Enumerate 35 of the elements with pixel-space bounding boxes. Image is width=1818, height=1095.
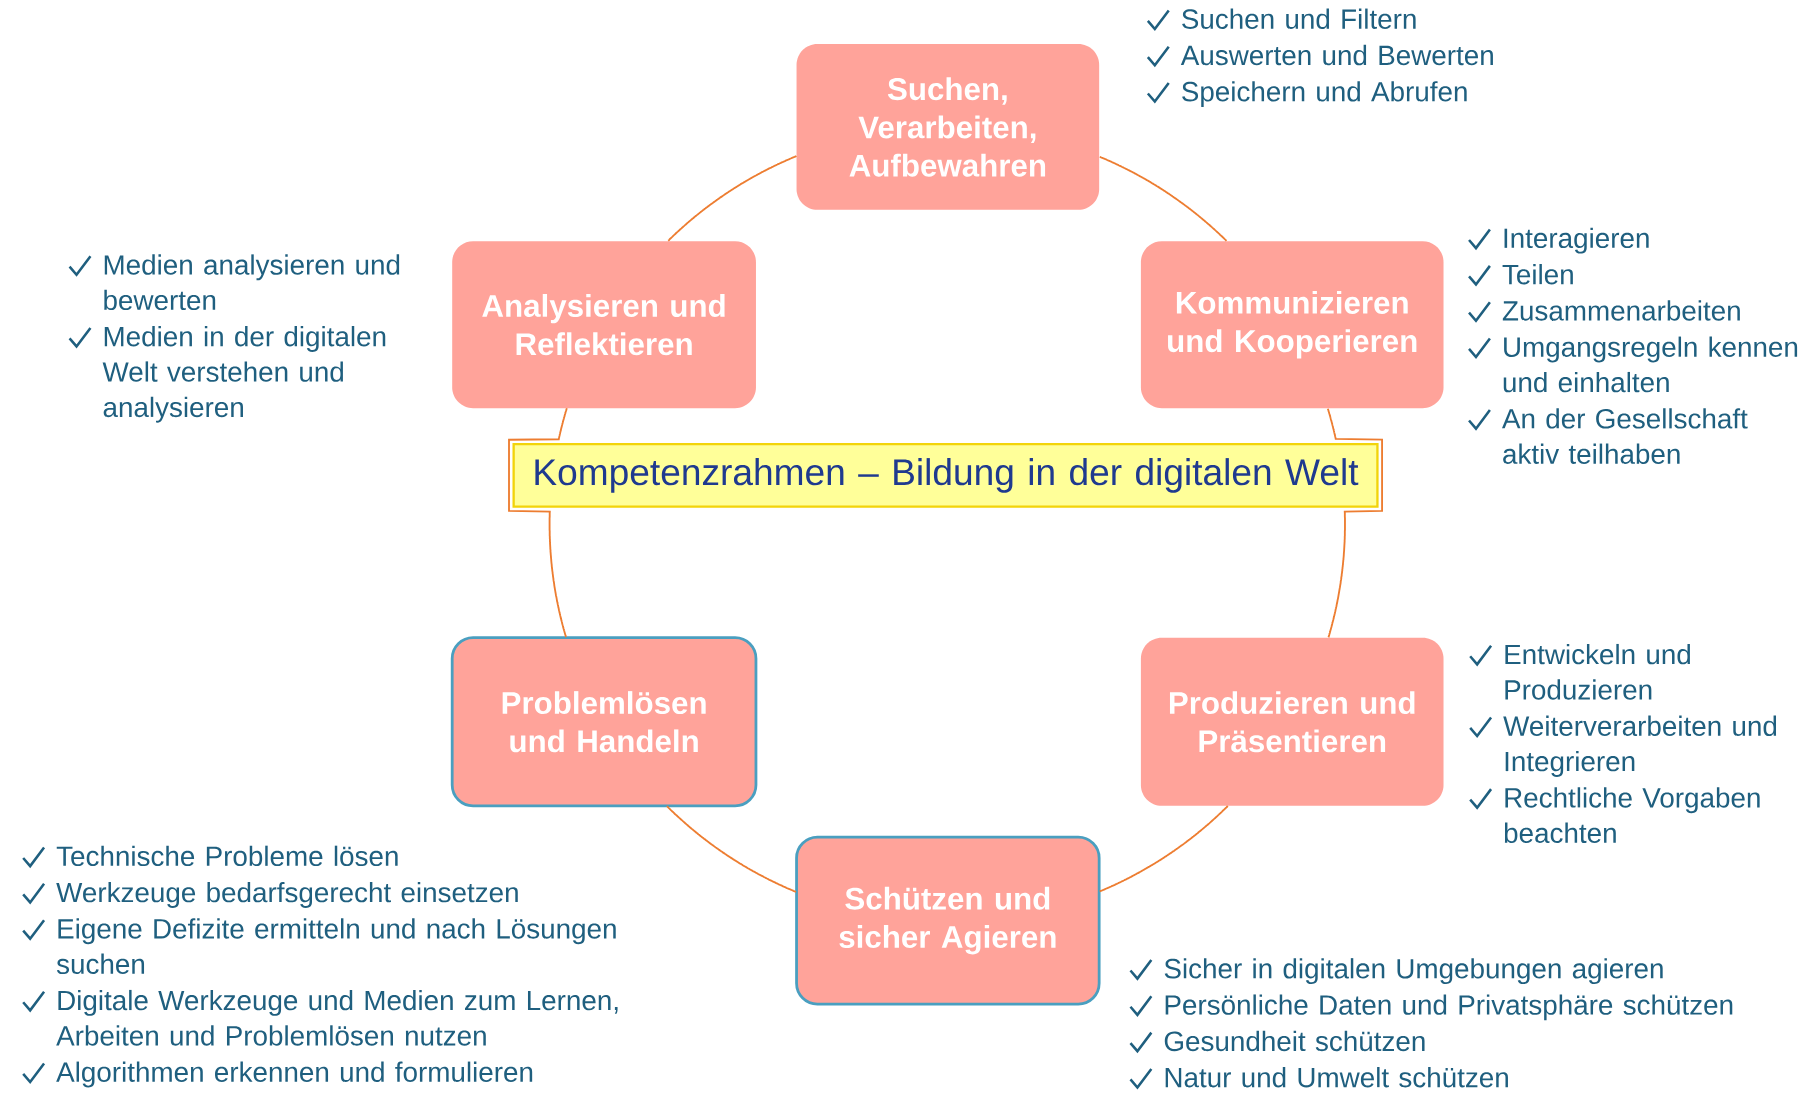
connector-arc [1326, 408, 1383, 639]
checklist-item: Rechtliche Vorgaben beachten [1504, 787, 1760, 844]
checklist-item: Werkzeuge bedarfsgerecht einsetzen [56, 882, 518, 909]
checklist-item: Entwickeln und Produzieren [1505, 644, 1690, 700]
process-box: Suchen, Verarbeiten, Aufbewahren [796, 44, 1100, 211]
title-box: Kompetenzrahmen – Bildung in der digitalen Welt [512, 443, 1379, 509]
connector-arc [666, 805, 797, 893]
process-box: Produzieren und Präsentieren [1140, 637, 1444, 807]
checklist-item: Teilen [1502, 264, 1573, 285]
checklist-item: Technische Probleme lösen [56, 845, 398, 867]
checklist-item: Auswerten und Bewerten [1180, 45, 1493, 66]
checklist-item: Medien analysieren und bewerten [104, 254, 400, 311]
checklist-item: Sicher in digitalen Umgebungen agieren [1164, 958, 1663, 985]
checklist-item: Eigene Defizite ermitteln und nach Lösungen suchen [56, 918, 616, 975]
connector-arc [667, 155, 798, 242]
process-box: Problemlösen und Handeln [450, 636, 758, 808]
checklist-item: Speichern und Abrufen [1182, 81, 1467, 108]
checklist-item: Zusammenarbeiten [1502, 300, 1740, 321]
checklist-item: Algorithmen erkennen und formulieren [56, 1061, 533, 1088]
checklist-item: Gesundheit schützen [1164, 1030, 1425, 1052]
process-box: Schützen und sicher Agieren [795, 836, 1101, 1006]
checklist-item: Digitale Werkzeuge und Medien zum Lernen, Arbeiten und Problemlösen nutzen [56, 990, 618, 1046]
process-box: Analysieren und Reflektieren [452, 241, 756, 409]
checklist-item: Medien in der digitalen Welt verstehen und analysieren [102, 326, 386, 423]
checklist-item: Natur und Umwelt schützen [1165, 1067, 1508, 1088]
connector-arc [1098, 805, 1229, 893]
checklist-item: An der Gesellschaft aktiv teilhaben [1502, 408, 1748, 465]
connector-arc [1098, 156, 1228, 243]
connector-arc [508, 407, 568, 639]
checklist-item: Persönliche Daten und Privatsphäre schützen [1165, 994, 1733, 1021]
checklist-item: Interagieren [1504, 227, 1649, 254]
checklist-item: Suchen und Filtern [1182, 8, 1416, 30]
checklist-item: Umgangsregeln kennen und einhalten [1503, 336, 1798, 393]
process-box: Kommunizieren und Kooperieren [1140, 241, 1444, 409]
checklist-item: Weiterverarbeiten und Integrieren [1503, 715, 1777, 778]
